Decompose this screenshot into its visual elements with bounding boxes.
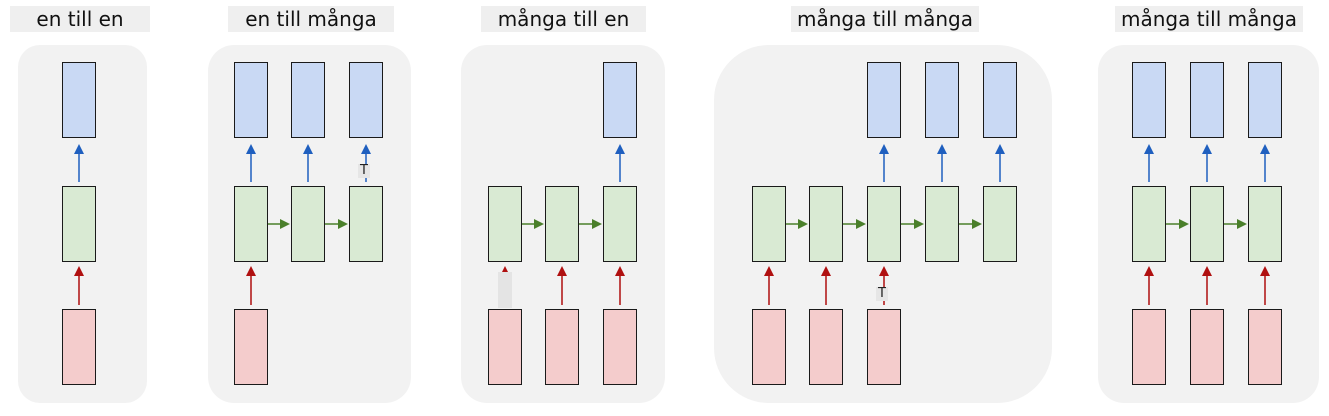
hidden-box <box>1248 186 1282 262</box>
output-box <box>62 62 96 138</box>
output-box <box>349 62 383 138</box>
hidden-box <box>545 186 579 262</box>
input-box <box>545 309 579 385</box>
hidden-box <box>809 186 843 262</box>
input-box <box>1132 309 1166 385</box>
output-box <box>925 62 959 138</box>
hidden-box <box>488 186 522 262</box>
input-box <box>1190 309 1224 385</box>
panel-2-glyph: T <box>358 163 370 178</box>
hidden-box <box>1132 186 1166 262</box>
input-box <box>1248 309 1282 385</box>
hidden-box <box>983 186 1017 262</box>
panel-4-glyph: T <box>876 286 888 301</box>
hidden-box <box>1190 186 1224 262</box>
input-box <box>752 309 786 385</box>
input-box <box>867 309 901 385</box>
panel-4-title: många till många <box>791 6 979 32</box>
panel-5-title: många till många <box>1115 6 1303 32</box>
panel-2-title: en till många <box>228 6 394 32</box>
hidden-box <box>867 186 901 262</box>
hidden-box <box>603 186 637 262</box>
hidden-box <box>62 186 96 262</box>
hidden-box <box>234 186 268 262</box>
input-box <box>62 309 96 385</box>
smudge-mark <box>498 272 512 308</box>
panel-1-title: en till en <box>10 6 150 32</box>
output-box <box>983 62 1017 138</box>
input-box <box>234 309 268 385</box>
output-box <box>234 62 268 138</box>
input-box <box>809 309 843 385</box>
hidden-box <box>925 186 959 262</box>
output-box <box>867 62 901 138</box>
output-box <box>1190 62 1224 138</box>
hidden-box <box>752 186 786 262</box>
hidden-box <box>349 186 383 262</box>
output-box <box>1248 62 1282 138</box>
output-box <box>291 62 325 138</box>
panel-3-title: många till en <box>481 6 646 32</box>
hidden-box <box>291 186 325 262</box>
input-box <box>488 309 522 385</box>
output-box <box>1132 62 1166 138</box>
output-box <box>603 62 637 138</box>
input-box <box>603 309 637 385</box>
